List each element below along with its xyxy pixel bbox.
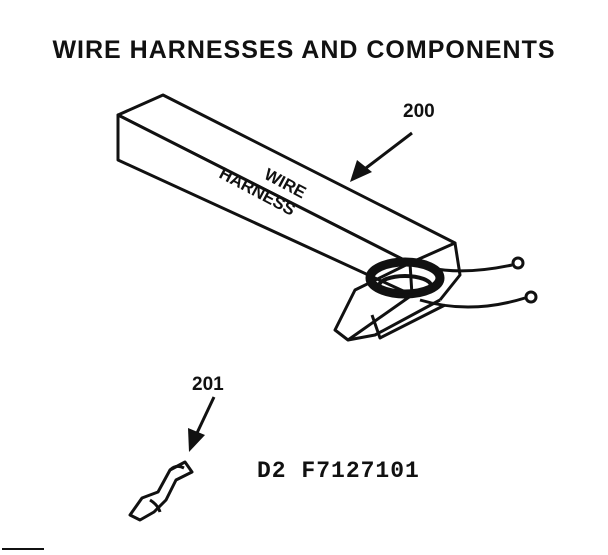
drawing-code: D2 F7127101 <box>257 458 420 484</box>
leader-arrow-201 <box>188 396 216 452</box>
callout-200: 200 <box>403 101 435 122</box>
callout-201: 201 <box>192 374 224 395</box>
leader-arrow-200 <box>350 131 413 182</box>
terminal-connector <box>128 460 194 522</box>
wire-terminal-icon <box>511 256 538 304</box>
wire-harness-box <box>116 93 462 342</box>
diagram-title: WIRE HARNESSES AND COMPONENTS <box>52 36 556 64</box>
wire-coil <box>365 257 526 309</box>
